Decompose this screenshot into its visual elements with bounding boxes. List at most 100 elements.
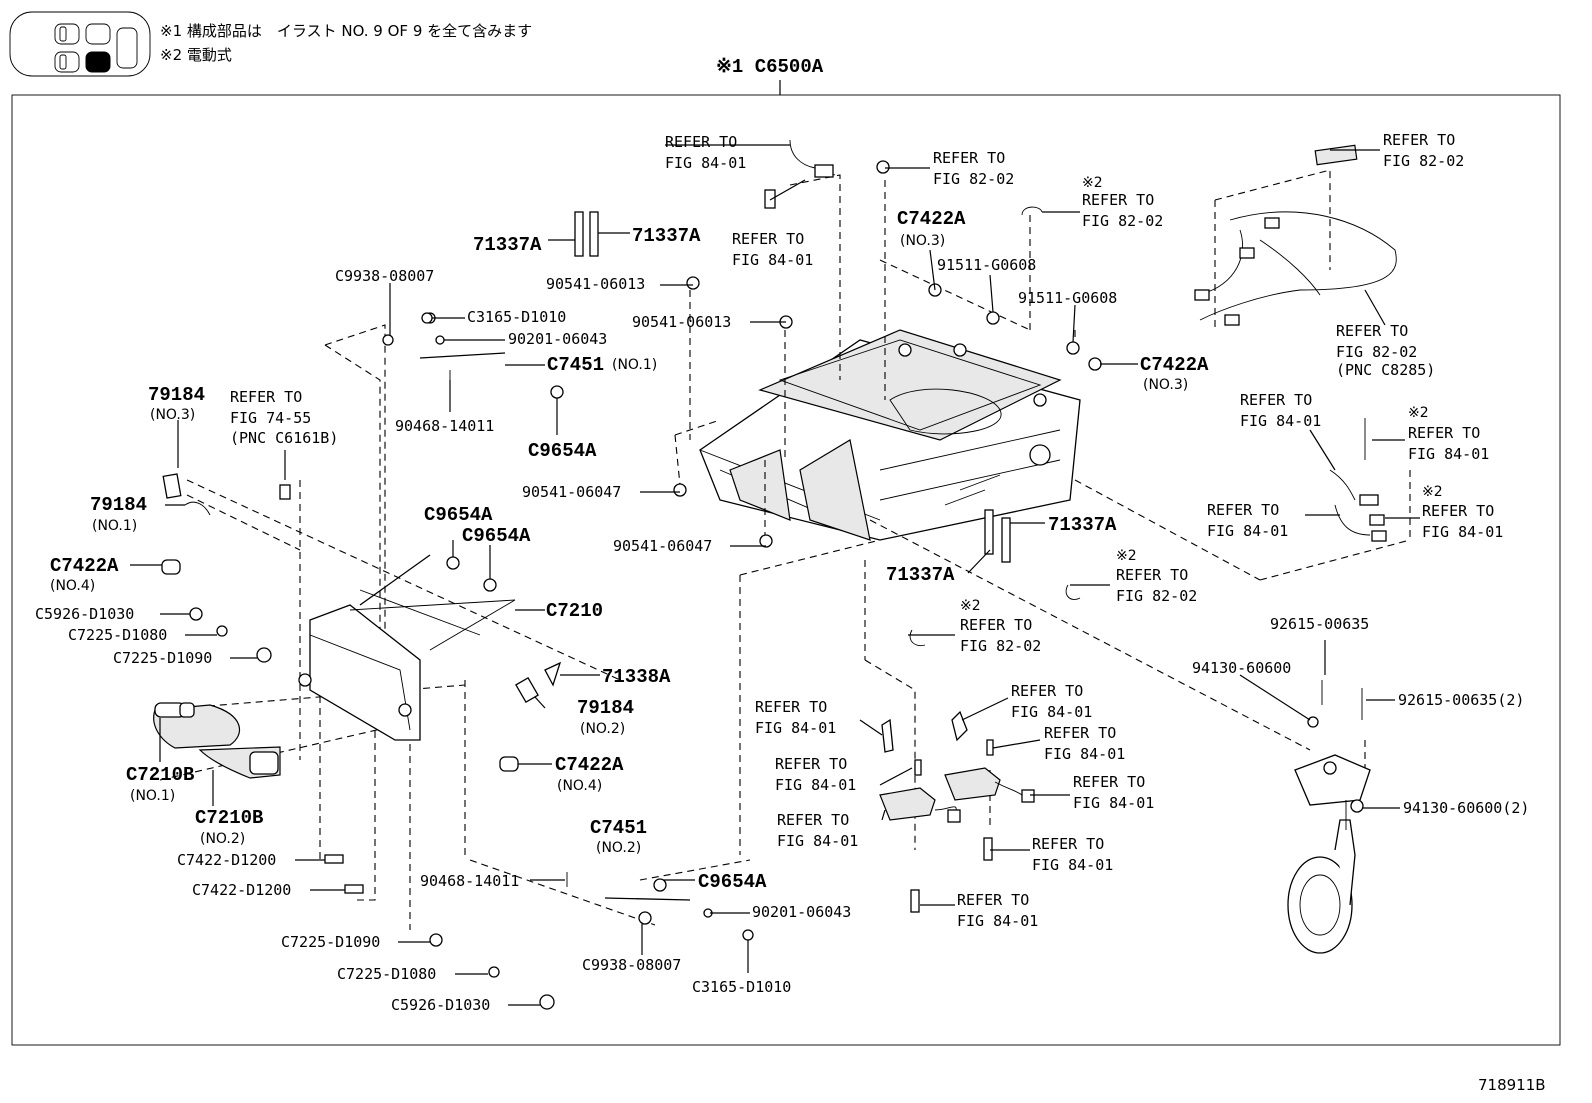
part-c7451-variant: (NO.2) bbox=[596, 840, 641, 856]
part-90541-label: 90541-06047 bbox=[613, 537, 712, 555]
part-71337a-label: 71337A bbox=[886, 564, 955, 586]
part-92615-label: 92615-00635(2) bbox=[1398, 691, 1524, 709]
ref-fig-84-01-label: FIG 84-01 bbox=[775, 776, 856, 794]
ref-fig-84-01-label: REFER TO bbox=[1032, 835, 1104, 853]
part-c9654a-label: C9654A bbox=[698, 871, 767, 893]
ref-fig-82-02-label: FIG 82-02 bbox=[1336, 343, 1417, 361]
ref-fig-82-02-label: FIG 82-02 bbox=[933, 170, 1014, 188]
part-90541-label: 90541-06047 bbox=[522, 483, 621, 501]
ref-fig-84-01-label: FIG 84-01 bbox=[777, 832, 858, 850]
part-90201-label: 90201-06043 bbox=[752, 903, 851, 921]
part-number-labels: 71337A 71337A 71337A 71337A C9938-08007 … bbox=[35, 208, 1529, 1014]
part-90468-label: 90468-14011 bbox=[420, 872, 519, 890]
ref-fig-84-01-label: FIG 84-01 bbox=[1408, 445, 1489, 463]
ref-fig-84-01-label: FIG 84-01 bbox=[1422, 523, 1503, 541]
part-c9654a-label: C9654A bbox=[528, 440, 597, 462]
ref-fig-74-55-label: REFER TO bbox=[230, 388, 302, 406]
part-79184-variant: (NO.1) bbox=[92, 518, 137, 534]
ref-fig-84-01-label: REFER TO bbox=[1207, 501, 1279, 519]
part-c7422a-label: C7422A bbox=[555, 754, 624, 776]
ref-fig-82-02-label: FIG 82-02 bbox=[1116, 587, 1197, 605]
cover-c7210b-no2 bbox=[198, 746, 281, 779]
wire-harness bbox=[789, 139, 1397, 542]
part-c7422a-variant: (NO.4) bbox=[50, 578, 95, 594]
slide-link-upper bbox=[382, 312, 564, 399]
part-c7422a-variant: (NO.3) bbox=[1143, 377, 1188, 393]
ref-electric-mark: ※2 bbox=[1408, 405, 1429, 421]
part-c7422-d1200-label: C7422-D1200 bbox=[177, 851, 276, 869]
part-94130-label: 94130-60600 bbox=[1192, 659, 1291, 677]
part-c9654a-label: C9654A bbox=[424, 504, 493, 526]
assembly-frame bbox=[11, 94, 1561, 1046]
part-79184-label: 79184 bbox=[148, 384, 205, 406]
part-c7225-label: C7225-D1090 bbox=[281, 933, 380, 951]
part-c7225-label: C7225-D1090 bbox=[113, 649, 212, 667]
ref-fig-82-02-label: REFER TO bbox=[960, 616, 1032, 634]
note-2: ※2 電動式 bbox=[160, 46, 232, 64]
ref-fig-84-01-label: REFER TO bbox=[957, 891, 1029, 909]
ref-fig-82-02-label: REFER TO bbox=[1383, 131, 1455, 149]
part-c9938-label: C9938-08007 bbox=[335, 267, 434, 285]
ref-fig-84-01-label: FIG 84-01 bbox=[1240, 412, 1321, 430]
part-c9654a-label: C9654A bbox=[462, 525, 531, 547]
ref-fig-84-01-label: REFER TO bbox=[1011, 682, 1083, 700]
part-79184-variant: (NO.3) bbox=[150, 407, 195, 423]
part-c7451-label: C7451 bbox=[590, 817, 647, 839]
ref-fig-84-01-label: REFER TO bbox=[1044, 724, 1116, 742]
ref-fig-82-02-label: REFER TO bbox=[1336, 322, 1408, 340]
ref-fig-84-01-label: REFER TO bbox=[755, 698, 827, 716]
ref-electric-mark: ※2 bbox=[960, 598, 981, 614]
ref-fig-84-01-label: FIG 84-01 bbox=[1073, 794, 1154, 812]
part-c7451-label: C7451 bbox=[547, 354, 604, 376]
part-c7210b-variant: (NO.2) bbox=[200, 831, 245, 847]
part-c7225-label: C7225-D1080 bbox=[337, 965, 436, 983]
ref-fig-82-02-label: REFER TO bbox=[933, 149, 1005, 167]
part-c5926-label: C5926-D1030 bbox=[35, 605, 134, 623]
note-1: ※1 構成部品は イラスト NO. 9 OF 9 を全て含みます bbox=[160, 22, 532, 40]
part-c7451-variant: (NO.1) bbox=[612, 357, 657, 373]
reference-labels: REFER TO FIG 84-01 REFER TO FIG 84-01 RE… bbox=[230, 131, 1503, 930]
part-c7422a-label: C7422A bbox=[1140, 354, 1209, 376]
ref-fig-84-01-label: FIG 84-01 bbox=[755, 719, 836, 737]
ref-fig-84-01-label: FIG 84-01 bbox=[732, 251, 813, 269]
ref-electric-mark: ※2 bbox=[1116, 548, 1137, 564]
part-c7210b-variant: (NO.1) bbox=[130, 788, 175, 804]
part-c7422a-variant: (NO.3) bbox=[900, 233, 945, 249]
part-71337a-label: 71337A bbox=[473, 234, 542, 256]
seat-frame bbox=[699, 329, 1081, 541]
part-c7210b-label: C7210B bbox=[126, 764, 194, 786]
ref-fig-74-55-label: FIG 74-55 bbox=[230, 409, 311, 427]
part-c7422a-variant: (NO.4) bbox=[557, 778, 602, 794]
left-side-frame bbox=[298, 554, 516, 741]
part-71337a-label: 71337A bbox=[632, 225, 701, 247]
part-c3165-label: C3165-D1010 bbox=[692, 978, 791, 996]
part-94130-label: 94130-60600(2) bbox=[1403, 799, 1529, 817]
cover-c7210b-no1 bbox=[153, 702, 240, 749]
illustration-id: 718911B bbox=[1478, 1076, 1546, 1094]
ref-pnc-label: (PNC C6161B) bbox=[230, 429, 338, 447]
view-indicator-icon bbox=[9, 11, 151, 77]
assembly-label: ※1 C6500A bbox=[716, 56, 824, 78]
part-c7225-label: C7225-D1080 bbox=[68, 626, 167, 644]
part-90201-label: 90201-06043 bbox=[508, 330, 607, 348]
ref-fig-82-02-label: FIG 82-02 bbox=[1082, 212, 1163, 230]
part-c7422a-label: C7422A bbox=[50, 555, 119, 577]
part-79184-label: 79184 bbox=[90, 494, 147, 516]
ref-fig-82-02-label: FIG 82-02 bbox=[1383, 152, 1464, 170]
ref-fig-84-01-label: FIG 84-01 bbox=[1011, 703, 1092, 721]
ref-pnc-label: (PNC C8285) bbox=[1336, 361, 1435, 379]
ref-fig-82-02-label: REFER TO bbox=[1116, 566, 1188, 584]
part-c7210b-label: C7210B bbox=[195, 807, 263, 829]
ref-fig-84-01-label: FIG 84-01 bbox=[1032, 856, 1113, 874]
part-91511-label: 91511-G0608 bbox=[1018, 289, 1117, 307]
ref-fig-82-02-label: REFER TO bbox=[1082, 191, 1154, 209]
ref-fig-84-01-label: REFER TO bbox=[1073, 773, 1145, 791]
ref-fig-84-01-label: REFER TO bbox=[775, 755, 847, 773]
ref-fig-84-01-label: REFER TO bbox=[1240, 391, 1312, 409]
ref-fig-84-01-label: REFER TO bbox=[732, 230, 804, 248]
part-91511-label: 91511-G0608 bbox=[937, 256, 1036, 274]
ref-fig-84-01-label: FIG 84-01 bbox=[665, 154, 746, 172]
ref-fig-84-01-label: FIG 84-01 bbox=[1207, 522, 1288, 540]
